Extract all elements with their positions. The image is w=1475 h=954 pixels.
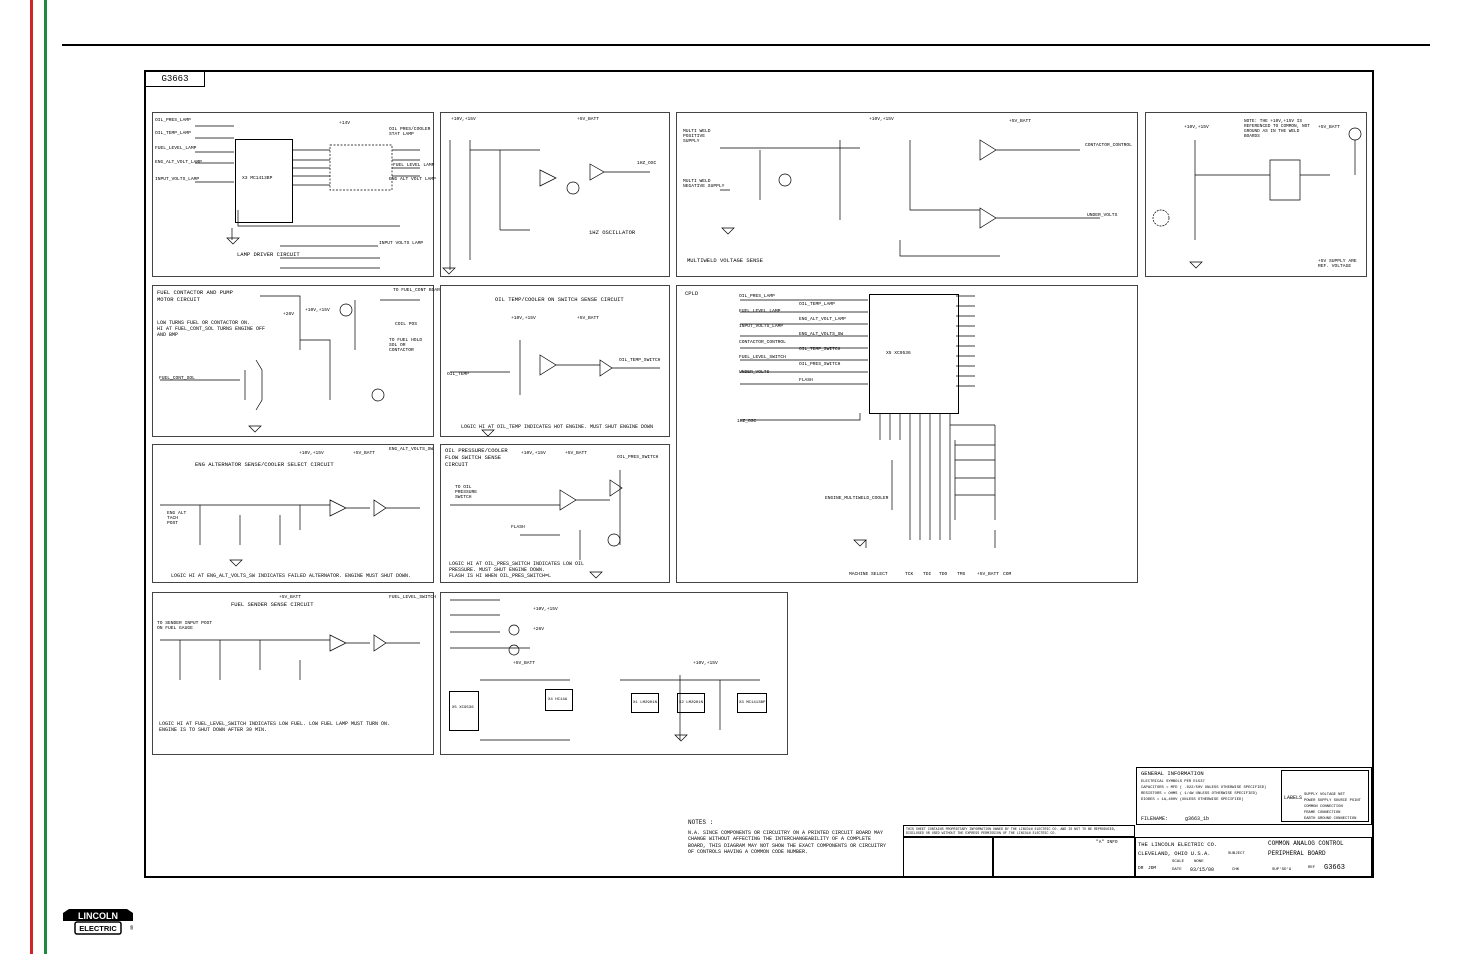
proprietary-strip: THIS SHEET CONTAINS PROPRIETARY INFORMAT… <box>903 825 1135 837</box>
panel-power: +10V,+15V +26V +5V_BATT +10V,+15V X5 XC9… <box>440 592 788 755</box>
chip-x1-pwr: X1 LM2901N <box>631 693 659 713</box>
label-legend-item: SUPPLY VOLTAGE NET <box>1304 793 1346 797</box>
logo-mark: LINCOLN ELECTRIC ® <box>63 909 135 935</box>
panel-oscillator: +10V,+15V +5V_BATT 1HZ_OSC 1HZ OSCILLATO… <box>440 112 670 277</box>
general-info-line: RESISTORS = Ohms ( 1/4W UNLESS OTHERWISE… <box>1141 792 1258 796</box>
cpld-input-label: INPUT_VOLTS_LAMP <box>739 324 784 330</box>
cpld-input-label: UNDER_VOLTS <box>739 370 770 375</box>
tolerance-box <box>903 837 993 877</box>
notes-block: NOTES : N.A. SINCE COMPONENTS OR CIRCUIT… <box>688 819 887 855</box>
title-block: THE LINCOLN ELECTRIC CO. CLEVELAND, OHIO… <box>1135 837 1372 877</box>
label-legend-item: POWER SUPPLY SOURCE POINT <box>1304 799 1361 803</box>
sig-oil-temp-lamp: OIL_TEMP_LAMP <box>155 131 191 136</box>
cpld-bottom-label: TDI <box>923 572 932 577</box>
panel-title: Lamp Driver Circuit <box>237 251 300 258</box>
sig-input-volts-lamp: INPUT_VOLTS_LAMP <box>155 177 200 182</box>
sig-oil-pres-lamp: OIL_PRES_LAMP <box>155 118 191 123</box>
panel-multiweld: MULTI WELD POSITIVE SUPPLY MULTI WELD NE… <box>676 112 1138 277</box>
panel-eng-alt: Eng Alternator Sense/Cooler Select Circu… <box>152 444 434 583</box>
label-legend-item: EARTH GROUND CONNECTION <box>1304 817 1357 821</box>
schematic-sheet: G3663 <box>144 70 1374 878</box>
cpld-input-label: ENG_ALT_VOLT_LAMP <box>799 316 846 322</box>
panel-oil-temp-switch: Oil Temp/Cooler On Switch Sense Circuit … <box>440 285 670 437</box>
sig-rail-14v: +14V <box>339 121 351 126</box>
label-legend-item: COMMON CONNECTION <box>1304 805 1343 809</box>
cpld-bottom-label: +5V_BATT <box>977 572 1000 577</box>
logo-line2: ELECTRIC <box>79 924 117 933</box>
chip-x4-pwr: X4 HC14A <box>545 689 573 711</box>
general-info-line: CAPACITORS = MFD ( .022/50V UNLESS OTHER… <box>1141 786 1267 790</box>
cpld-bottom-label: TCK <box>905 572 914 577</box>
panel-supply: +10V,+15V +5V_BATT NOTE: THE +10V,+15V I… <box>1145 112 1367 277</box>
cpld-input-label: CONTACTOR_CONTROL <box>739 339 786 345</box>
sig-fuel-level-out: FUEL LEVEL LAMP <box>393 163 435 168</box>
panel-oil-pres: Oil Pressure/Cooler Flow Switch Sense Ci… <box>440 444 670 583</box>
cpld-input-label: OIL_TEMP_SWITCH <box>799 347 841 353</box>
cpld-input-label: OIL_TEMP_LAMP <box>799 301 835 307</box>
panel-lamp-driver: OIL_PRES_LAMP OIL_TEMP_LAMP FUEL_LEVEL_L… <box>152 112 436 277</box>
sig-input-volts-out: INPUT VOLTS LAMP <box>379 241 424 246</box>
header-rule <box>62 44 1430 46</box>
cpld-bottom-label: COM <box>1003 572 1012 577</box>
cpld-input-label: FLASH <box>799 377 813 383</box>
general-info-line: DIODES = 1A,400V (UNLESS OTHERWISE SPECI… <box>1141 798 1244 802</box>
cpld-bottom-label: MACHINE SELECT <box>849 572 888 577</box>
chip-x2-pwr: X2 LM2901N <box>677 693 705 713</box>
general-info-box: GENERAL INFORMATION ELECTRICAL SYMBOLS P… <box>1136 767 1372 825</box>
left-green-rule <box>44 0 47 954</box>
cpld-bottom-label: TDO <box>939 572 948 577</box>
panel-fuel-sender: Fuel Sender Sense Circuit +5V_BATT FUEL_… <box>152 592 436 755</box>
logo-registered: ® <box>130 925 133 932</box>
sig-fuel-level-lamp: FUEL_LEVEL_LAMP <box>155 146 197 151</box>
sig-oil-pres-cooler-lamp: OIL PRES/COOLER STAT LAMP <box>389 127 431 137</box>
cpld-input-label: OIL_PRES_SWITCH <box>799 362 841 368</box>
revision-grid: "A" INFO <box>993 837 1135 877</box>
cpld-input-label: 1HZ_OSC <box>737 419 757 424</box>
cpld-input-label: FUEL_LEVEL_SWITCH <box>739 354 786 360</box>
left-red-rule <box>30 0 33 954</box>
chip-x3: X3 MC1413BP <box>235 139 293 223</box>
chip-x3-pwr: X3 MC1413BP <box>737 693 767 713</box>
cpld-input-label: ENG_ALT_VOLTS_SW <box>799 332 844 337</box>
chip-x5: X5 XC9536 <box>869 294 959 414</box>
cpld-bottom-label: TMS <box>957 572 966 577</box>
drawing-tag: G3663 <box>146 72 205 87</box>
label-legend-item: FRAME CONNECTION <box>1304 811 1341 815</box>
sig-eng-alt-lamp: ENG_ALT_VOLT_LAMP <box>155 160 202 165</box>
panel-fuel-contactor: Fuel Contactor and Pump Motor Circuit LO… <box>152 285 443 437</box>
general-info-line: ELECTRICAL SYMBOLS PER E1537 <box>1141 780 1205 784</box>
logo-line1: LINCOLN <box>78 911 118 921</box>
cpld-input-label: OIL_PRES_LAMP <box>739 294 775 299</box>
sig-eng-alt-out: ENG ALT VOLT LAMP <box>389 177 436 182</box>
chip-x5-pwr: X5 XC9536 <box>449 691 479 731</box>
lincoln-electric-logo: LINCOLN ELECTRIC ® <box>63 909 135 936</box>
